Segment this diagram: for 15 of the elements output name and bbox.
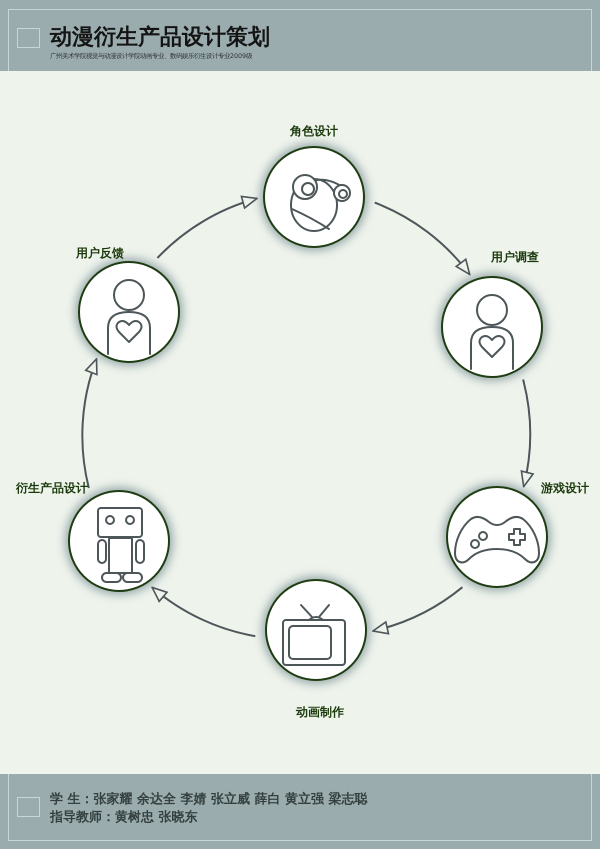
node-label: 动画制作 — [296, 704, 344, 720]
page-title: 动漫衍生产品设计策划 — [50, 26, 270, 50]
arrow — [151, 586, 256, 638]
arrow — [520, 379, 534, 488]
credits-line: 指导教师：黄树忠 张晓东 — [50, 809, 198, 826]
node-label: 衍生产品设计 — [16, 480, 88, 496]
arrow — [374, 202, 470, 276]
arrow — [156, 196, 258, 259]
node-label: 用户反馈 — [76, 246, 124, 260]
arrow — [372, 586, 463, 634]
credits-line: 学 生：张家耀 余达全 李婧 张立威 薛白 黄立强 梁志聪 — [50, 791, 368, 808]
node-label: 游戏设计 — [541, 480, 589, 496]
arrow — [81, 358, 99, 488]
node-label: 角色设计 — [290, 124, 338, 138]
node-label: 用户调查 — [491, 250, 539, 264]
